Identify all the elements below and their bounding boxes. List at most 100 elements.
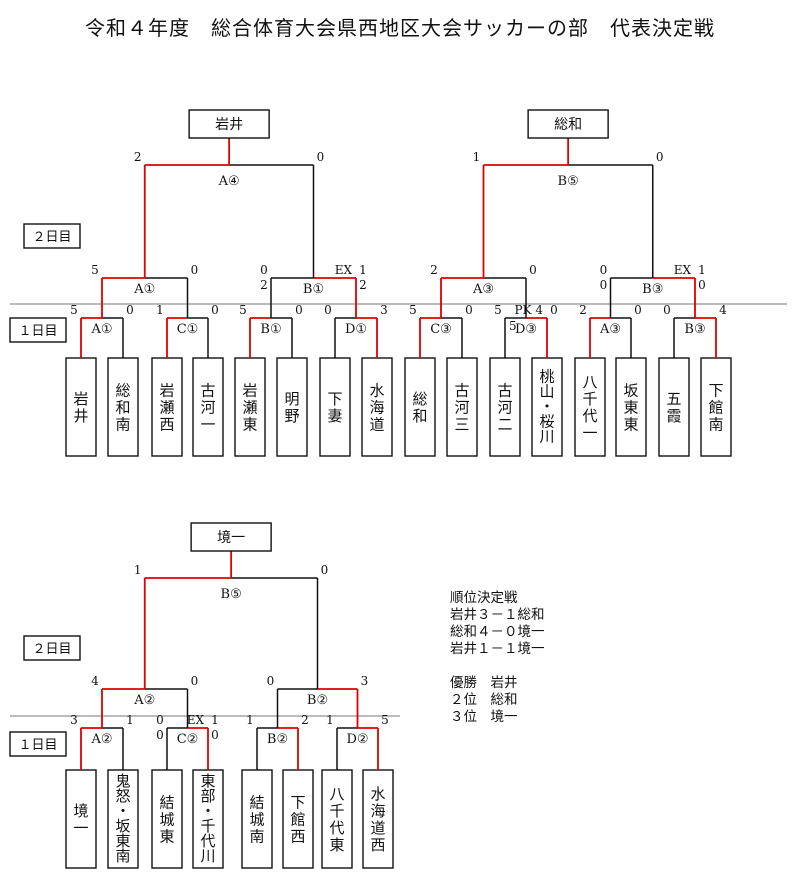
team-12-label: 桃山・桜川 bbox=[539, 368, 554, 446]
winner-box-1 bbox=[188, 109, 270, 139]
b2-r3-match-1-score-right: 0 bbox=[321, 563, 329, 577]
b2-r3-match-1-label: B⑤ bbox=[221, 587, 242, 602]
r2-match-1-score-right: 0 bbox=[191, 263, 199, 277]
r1-match-5-score-right: 0 bbox=[465, 303, 473, 317]
day1-label-2-text: １日目 bbox=[18, 738, 57, 753]
team-5-box bbox=[234, 357, 266, 457]
b2-r2-match-1-score-right: 0 bbox=[191, 674, 199, 688]
b2-r2-match-2-label: B② bbox=[307, 693, 328, 708]
r2-match-2-score-left: 0 bbox=[260, 263, 268, 277]
team-b2-7-label: 八千代東 bbox=[329, 785, 344, 854]
b2-r1-match-2-note: EX bbox=[187, 713, 205, 727]
notes-result-3: 岩井１－１境一 bbox=[450, 641, 545, 657]
r1-match-4-score-right: 3 bbox=[380, 303, 388, 317]
r1-match-6-label: D③ bbox=[515, 322, 537, 337]
day1-label-2-box bbox=[9, 731, 67, 757]
b2-winner-box-1 bbox=[190, 522, 272, 552]
team-2-box bbox=[107, 357, 139, 457]
team-10-label: 古河三 bbox=[454, 382, 469, 434]
team-b2-5-label: 結城南 bbox=[249, 794, 264, 846]
day2-label-1-text: ２日目 bbox=[32, 230, 71, 245]
team-9-box bbox=[404, 357, 436, 457]
r3-match-2-label: B⑤ bbox=[558, 174, 579, 189]
r1-match-6-score-left: 5 bbox=[494, 303, 502, 317]
r2-match-4-score-right: 1 bbox=[698, 263, 706, 277]
team-3-label: 岩瀬西 bbox=[159, 382, 174, 434]
b2-r1-match-1-label: A② bbox=[90, 732, 112, 747]
notes-ranking-1: 優勝 岩井 bbox=[450, 675, 518, 691]
team-b2-1-label: 境一 bbox=[73, 802, 88, 837]
day2-label-2-text: ２日目 bbox=[32, 642, 71, 657]
r2-match-4-score-left-2: 0 bbox=[600, 278, 608, 292]
b2-r1-match-1-score-left: 3 bbox=[70, 713, 78, 727]
r1-match-1-score-right: 0 bbox=[126, 303, 134, 317]
b2-r1-match-2-label: C② bbox=[177, 732, 199, 747]
r1-match-3-score-left: 5 bbox=[239, 303, 247, 317]
r2-match-2-label: B① bbox=[303, 282, 324, 297]
r1-match-4-score-left: 0 bbox=[324, 303, 332, 317]
team-b2-8-label: 水海道西 bbox=[370, 785, 385, 854]
notes-heading: 順位決定戦 bbox=[450, 590, 518, 606]
day1-label-1-box bbox=[9, 317, 67, 343]
b2-r1-match-2-score-right-2: 0 bbox=[211, 728, 219, 742]
b2-r2-match-1-score-left: 4 bbox=[91, 674, 99, 688]
r1-match-1-score-left: 5 bbox=[70, 303, 78, 317]
team-7-label: 下妻 bbox=[327, 390, 342, 425]
b2-r1-match-3-score-right: 2 bbox=[301, 713, 309, 727]
r2-match-4-note: EX bbox=[674, 263, 692, 277]
team-14-box bbox=[615, 357, 647, 457]
r3-match-1-score-left: 2 bbox=[134, 150, 142, 164]
r3-match-1-label: A④ bbox=[218, 174, 240, 189]
b2-r1-match-1-score-right: 1 bbox=[126, 713, 134, 727]
r1-match-5-score-left: 5 bbox=[409, 303, 417, 317]
team-6-box bbox=[276, 357, 308, 457]
r2-match-2-note: EX bbox=[335, 263, 353, 277]
r2-match-3-label: A③ bbox=[472, 282, 494, 297]
b2-r2-match-2-score-left: 0 bbox=[267, 674, 275, 688]
r1-match-8-score-right: 4 bbox=[719, 303, 727, 317]
winner-name-2: 総和 bbox=[554, 117, 582, 133]
team-b2-3-label: 結城東 bbox=[159, 794, 174, 846]
team-b2-5-box bbox=[241, 769, 273, 869]
r2-match-4-score-left: 0 bbox=[600, 263, 608, 277]
b2-r1-match-2-score-left-2: 0 bbox=[156, 728, 164, 742]
r3-match-2-score-right: 0 bbox=[656, 150, 664, 164]
team-4-label: 古河一 bbox=[200, 382, 215, 434]
team-2-label: 総和南 bbox=[115, 382, 130, 434]
b2-r1-match-4-score-right: 5 bbox=[381, 713, 389, 727]
team-13-label: 八千代一 bbox=[582, 373, 597, 442]
winner-box-2 bbox=[527, 109, 609, 139]
r1-match-3-score-right: 0 bbox=[295, 303, 303, 317]
r1-match-8-score-left: 0 bbox=[663, 303, 671, 317]
r1-match-6-note: PK 4 bbox=[515, 303, 544, 317]
team-11-label: 古河二 bbox=[497, 382, 512, 434]
b2-r1-match-4-label: D② bbox=[346, 732, 368, 747]
team-14-label: 坂東東 bbox=[623, 382, 638, 434]
team-b2-2-box bbox=[107, 769, 139, 869]
placement-notes: 順位決定戦 岩井３－１総和 総和４－０境一 岩井１－１境一 優勝 岩井 ２位 総… bbox=[450, 590, 545, 726]
r1-match-2-score-left: 1 bbox=[156, 303, 164, 317]
day2-label-2-box bbox=[23, 635, 81, 661]
team-b2-4-label: 東部・千代川 bbox=[200, 772, 215, 865]
team-b2-8-box bbox=[362, 769, 394, 869]
r2-match-1-score-left: 5 bbox=[91, 263, 99, 277]
r2-match-4-label: B③ bbox=[642, 282, 663, 297]
team-1-label: 岩井 bbox=[73, 390, 88, 425]
notes-ranking-3: ３位 境一 bbox=[450, 709, 518, 725]
b2-r3-match-1-score-left: 1 bbox=[134, 563, 142, 577]
r1-match-8-label: B③ bbox=[684, 322, 705, 337]
notes-result-2: 総和４－０境一 bbox=[450, 624, 545, 640]
b2-r2-match-2-score-right: 3 bbox=[361, 674, 369, 688]
r1-match-6-score-right: 0 bbox=[550, 303, 558, 317]
day2-label-1-box bbox=[23, 223, 81, 249]
team-b2-6-box bbox=[282, 769, 314, 869]
r1-match-4-label: D① bbox=[345, 322, 367, 337]
notes-result-1: 岩井３－１総和 bbox=[450, 607, 545, 623]
day1-label-1-text: １日目 bbox=[18, 324, 57, 339]
team-8-label: 水海道 bbox=[369, 382, 384, 434]
b2-r1-match-2-score-left: 0 bbox=[156, 713, 164, 727]
b2-r1-match-2-score-right: 1 bbox=[211, 713, 219, 727]
r2-match-4-score-right-2: 0 bbox=[698, 278, 706, 292]
r1-match-7-label: A③ bbox=[599, 322, 621, 337]
